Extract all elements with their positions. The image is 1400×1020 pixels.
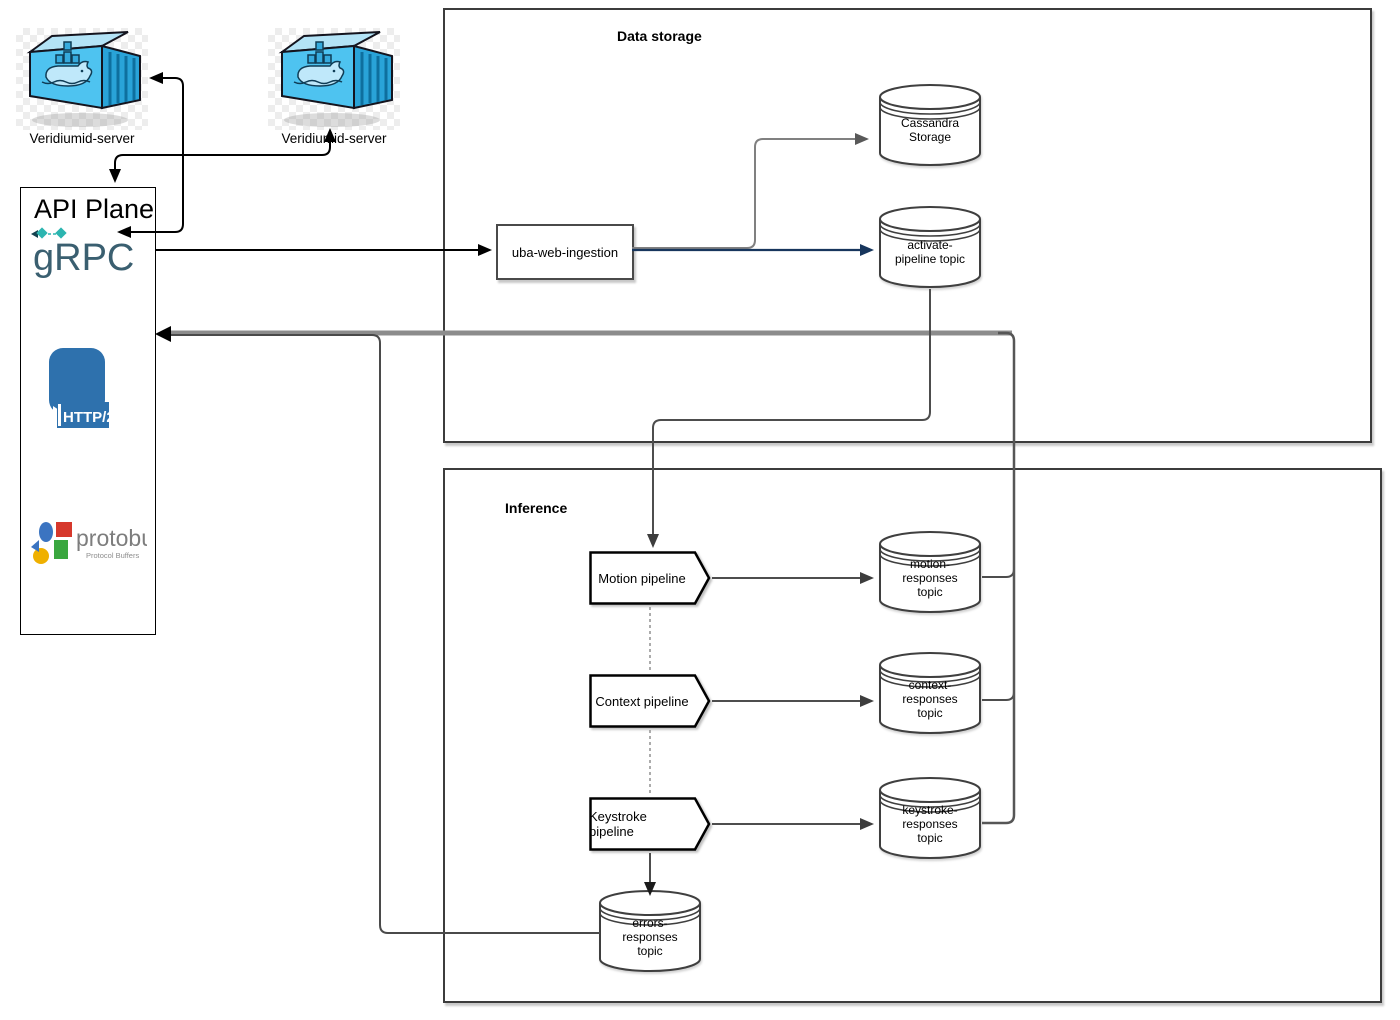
docker2-label: Veridiumid-server: [281, 131, 387, 146]
data-storage-title: Data storage: [617, 28, 702, 44]
grpc-logo-icon: gRPC: [31, 227, 134, 279]
cylinder-icon: [879, 777, 981, 859]
svg-text:protobuf: protobuf: [76, 525, 147, 551]
docker-container-image-1: [16, 28, 148, 130]
uba-web-ingestion-label: uba-web-ingestion: [511, 244, 619, 260]
context-responses-topic-node: context- responses topic: [878, 651, 982, 735]
svg-text:HTTP/2: HTTP/2: [63, 409, 113, 426]
api-plane-box: API Plane gRPC HTTP/2 protobuf Protocol …: [20, 187, 156, 635]
cassandra-storage-label: Cassandra Storage: [900, 116, 960, 145]
context-pipeline-node: Context pipeline: [589, 674, 713, 728]
cassandra-storage-node: Cassandra Storage: [878, 83, 982, 167]
activate-pipeline-topic-node: activate- pipeline topic: [878, 205, 982, 289]
errors-responses-topic-label: errors- responses topic: [622, 916, 678, 959]
inference-title: Inference: [505, 500, 568, 516]
motion-responses-topic-node: motion- responses topic: [878, 530, 982, 614]
docker-container-image-2: [268, 28, 400, 130]
context-responses-topic-label: context- responses topic: [902, 678, 958, 721]
cylinder-icon: [879, 206, 981, 288]
cylinder-icon: [879, 84, 981, 166]
cylinder-icon: [599, 890, 701, 972]
docker-container-icon: [26, 31, 141, 127]
api-plane-title: API Plane: [34, 194, 155, 224]
arrowhead-down-api-top: [109, 169, 121, 183]
arrowhead-into-api-plane: [155, 326, 171, 342]
motion-pipeline-label: Motion pipeline: [598, 570, 686, 586]
motion-pipeline-node: Motion pipeline: [589, 551, 713, 605]
cylinder-icon: [879, 531, 981, 613]
activate-pipeline-topic-label: activate- pipeline topic: [894, 238, 966, 267]
svg-text:Protocol Buffers: Protocol Buffers: [86, 551, 139, 560]
keystroke-pipeline-node: Keystroke pipeline: [589, 797, 713, 851]
keystroke-responses-topic-node: keystroke- responses topic: [878, 776, 982, 860]
docker1-label: Veridiumid-server: [29, 131, 135, 146]
docker-container-icon: [278, 31, 393, 127]
keystroke-responses-topic-label: keystroke- responses topic: [902, 803, 958, 846]
keystroke-pipeline-label: Keystroke pipeline: [589, 809, 647, 839]
errors-responses-topic-node: errors- responses topic: [598, 889, 702, 973]
context-pipeline-label: Context pipeline: [595, 693, 689, 709]
protobuf-logo-icon: protobuf Protocol Buffers: [29, 519, 147, 567]
svg-text:gRPC: gRPC: [33, 237, 134, 279]
cylinder-icon: [879, 652, 981, 734]
uba-web-ingestion-node: uba-web-ingestion: [496, 224, 634, 280]
motion-responses-topic-label: motion- responses topic: [902, 557, 958, 600]
arrowhead-left-docker1: [149, 72, 163, 84]
http2-logo-icon: HTTP/2: [49, 348, 113, 428]
